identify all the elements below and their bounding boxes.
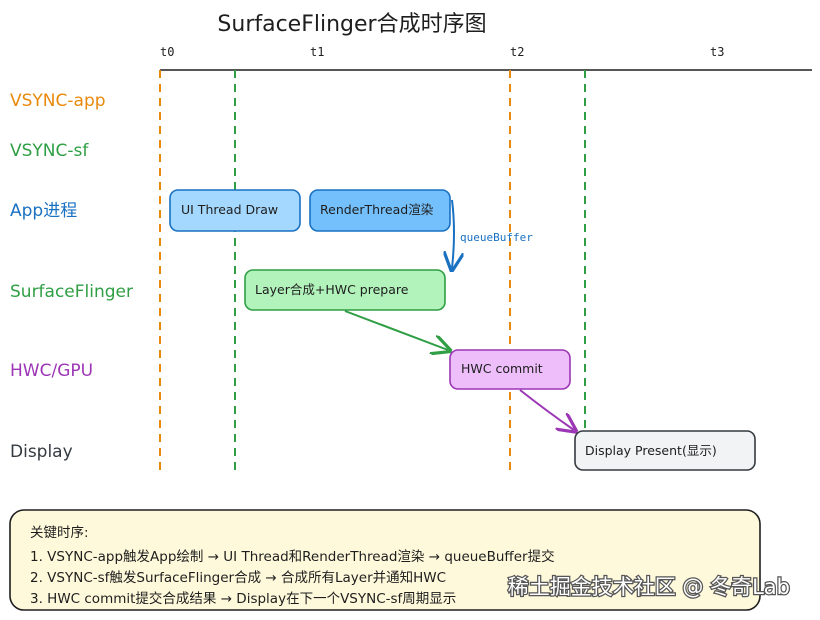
renderthread-box	[309, 189, 451, 232]
note-line-1: 1. VSYNC-app触发App绘制 → UI Thread和RenderTh…	[30, 548, 555, 565]
hwc-commit-label: HWC commit	[461, 361, 543, 376]
note-line-2: 2. VSYNC-sf触发SurfaceFlinger合成 → 合成所有Laye…	[30, 569, 446, 586]
sf-to-hwc-arrow	[344, 310, 448, 350]
lane-label-vsync-sf: VSYNC-sf	[10, 141, 89, 161]
queuebuffer-label: queueBuffer	[460, 231, 533, 244]
lane-label-display: Display	[10, 442, 73, 462]
tick-t0: t0	[160, 45, 174, 59]
note-heading: 关键时序:	[30, 525, 89, 541]
layer-compose-label: Layer合成+HWC prepare	[255, 282, 409, 297]
renderthread-label: RenderThread渲染	[320, 202, 434, 217]
lane-label-app: App进程	[10, 201, 77, 221]
hwc-commit-box	[449, 349, 571, 390]
queuebuffer-arrow	[452, 199, 454, 268]
hwc-to-display-arrow	[519, 389, 574, 430]
tick-t1: t1	[310, 45, 324, 59]
ui-thread-draw-box	[169, 189, 301, 232]
diagram-title: SurfaceFlinger合成时序图	[217, 12, 486, 37]
layer-compose-box	[244, 269, 446, 311]
tick-t2: t2	[510, 45, 524, 59]
lane-label-hwc-gpu: HWC/GPU	[10, 361, 93, 381]
ui-thread-draw-label: UI Thread Draw	[181, 202, 278, 217]
tick-t3: t3	[710, 45, 724, 59]
watermark: 稀土掘金技术社区 @ 冬奇Lab	[508, 575, 790, 599]
note-line-3: 3. HWC commit提交合成结果 → Display在下一个VSYNC-s…	[30, 590, 456, 607]
lane-label-surfaceflinger: SurfaceFlinger	[10, 282, 133, 302]
lane-label-vsync-app: VSYNC-app	[10, 91, 106, 111]
display-present-box	[574, 430, 756, 471]
key-timing-note	[9, 509, 761, 611]
display-present-label: Display Present(显示)	[585, 443, 717, 458]
